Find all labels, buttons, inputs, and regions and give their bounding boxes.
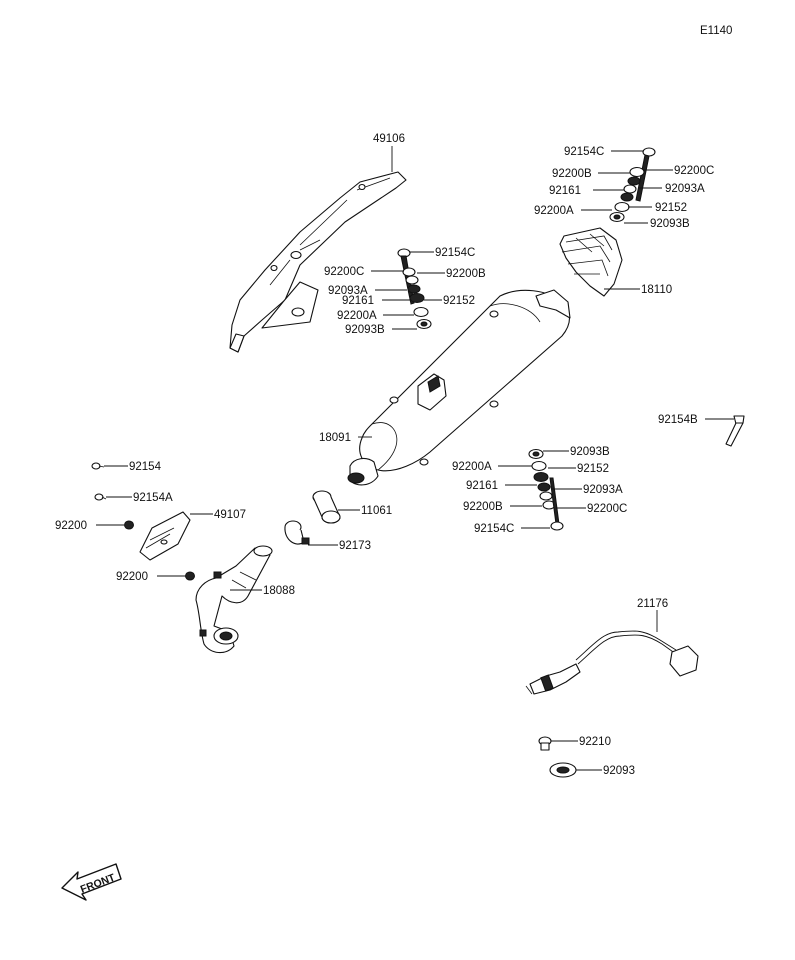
label-92210: 92210 — [579, 736, 611, 748]
label-92154C-upper-right: 92154C — [564, 146, 604, 158]
label-92161-lower: 92161 — [466, 480, 498, 492]
label-92152-middle: 92152 — [443, 295, 475, 307]
heat-shield-upper — [229, 171, 407, 353]
front-direction-arrow: FRONT — [61, 863, 122, 901]
label-92200-upper: 92200 — [55, 520, 87, 532]
label-92154C-lower: 92154C — [474, 523, 514, 535]
label-21176: 21176 — [637, 598, 668, 610]
leader-lines-middle — [371, 251, 445, 330]
label-92200A-lower: 92200A — [452, 461, 492, 473]
label-92200C-middle: 92200C — [324, 266, 364, 278]
screw-92154 — [91, 462, 105, 470]
label-92154B: 92154B — [658, 414, 698, 426]
label-92200C-upper-right: 92200C — [674, 165, 714, 177]
label-92093A-middle: 92093A — [328, 285, 368, 297]
label-18091: 18091 — [319, 432, 351, 444]
label-92154C-middle: 92154C — [435, 247, 475, 259]
label-92093B-middle: 92093B — [345, 324, 385, 336]
label-92093B-upper-right: 92093B — [650, 218, 690, 230]
heat-guard-49107 — [139, 511, 191, 561]
nut-92200-upper — [124, 520, 134, 530]
fastener-stack-middle — [397, 248, 432, 330]
bolt-92154B — [725, 415, 745, 447]
label-92200C-lower: 92200C — [587, 503, 627, 515]
label-92200A-middle: 92200A — [337, 310, 377, 322]
label-92200B-lower: 92200B — [463, 501, 503, 513]
label-18088: 18088 — [263, 585, 295, 597]
label-92093: 92093 — [603, 765, 635, 777]
label-92200B-middle: 92200B — [446, 268, 486, 280]
label-92173: 92173 — [339, 540, 371, 552]
muffler-end-cover — [559, 227, 623, 297]
exhaust-pipe — [195, 545, 273, 654]
diagram-code: E1140 — [700, 25, 732, 37]
label-92152-lower: 92152 — [577, 463, 609, 475]
nut-92200-lower — [185, 571, 195, 581]
label-92093A-upper-right: 92093A — [665, 183, 705, 195]
label-92200B-upper-right: 92200B — [552, 168, 592, 180]
leader-lines-upper-right — [581, 150, 673, 224]
label-49106: 49106 — [373, 133, 405, 145]
leader-lines-lower — [498, 450, 586, 529]
gasket-92093 — [549, 762, 577, 778]
clamp-92173 — [284, 520, 310, 545]
label-92154A: 92154A — [133, 492, 173, 504]
label-92200A-upper-right: 92200A — [534, 205, 574, 217]
label-92161-middle: 92161 — [342, 295, 374, 307]
plug-92210 — [538, 736, 552, 751]
label-92200-lower: 92200 — [116, 571, 148, 583]
fastener-stack-upper-right — [609, 147, 656, 223]
gasket-11061 — [312, 490, 341, 524]
label-92154: 92154 — [129, 461, 162, 473]
label-92152-upper-right: 92152 — [655, 202, 687, 214]
label-18110: 18110 — [641, 284, 672, 296]
label-49107: 49107 — [214, 509, 246, 521]
oxygen-sensor — [525, 630, 699, 695]
label-11061: 11061 — [361, 505, 392, 517]
fastener-stack-lower — [528, 448, 564, 531]
label-92093A-lower: 92093A — [583, 484, 623, 496]
label-92161-upper-right: 92161 — [549, 185, 581, 197]
screw-92154A — [94, 493, 107, 501]
label-92093B-lower: 92093B — [570, 446, 610, 458]
muffler-body — [347, 289, 571, 486]
